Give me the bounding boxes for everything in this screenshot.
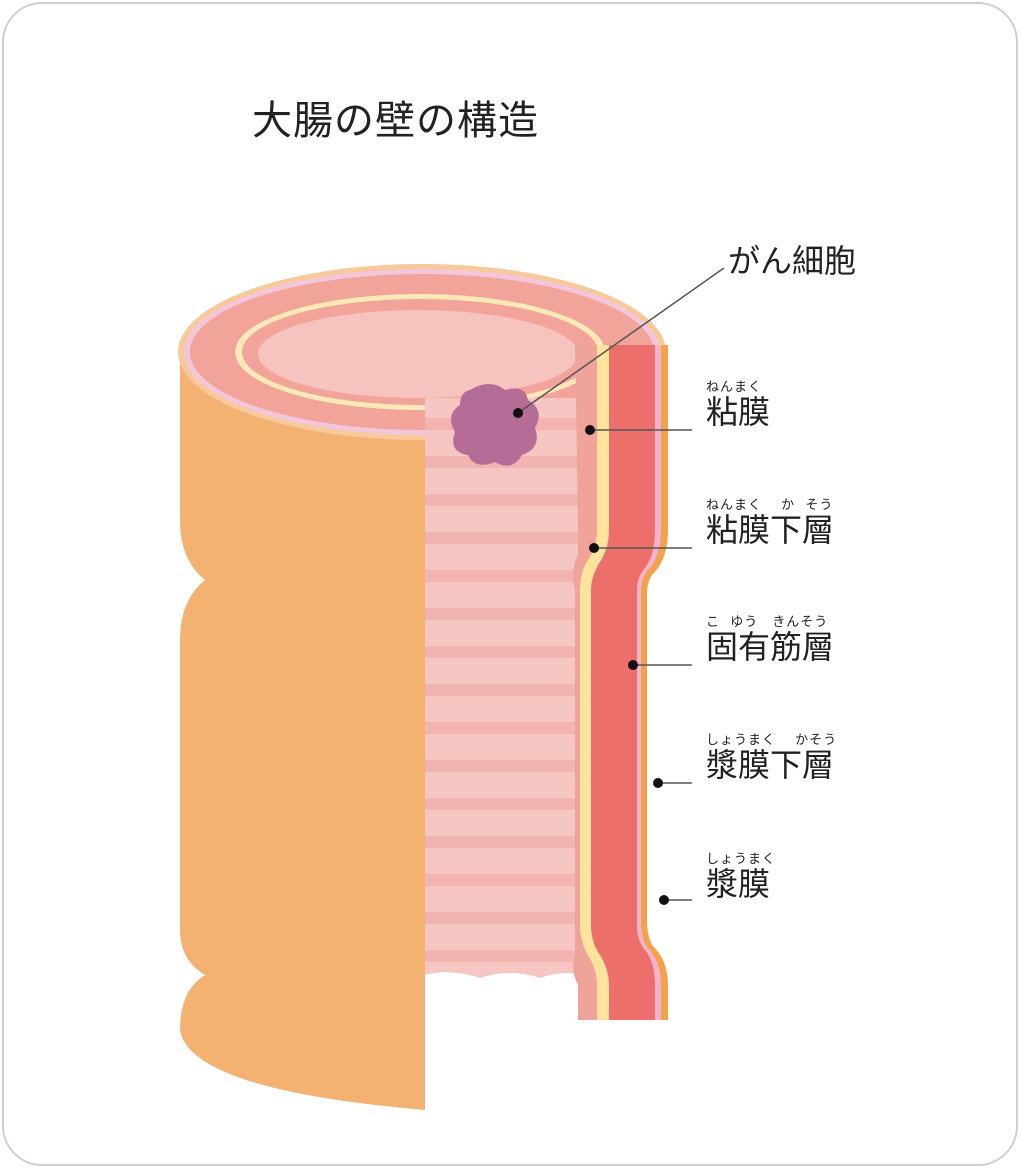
cancer-cell-label: がん細胞 [728, 242, 857, 280]
cancer-cell [451, 384, 539, 466]
ruby: しょうまく かそう [706, 733, 838, 748]
label-submucosa: ねんまく か そう粘膜下層 [706, 494, 834, 548]
label-mucosa: ねんまく粘膜 [706, 376, 770, 430]
ruby: しょうまく [706, 852, 777, 867]
serosa-dot [659, 895, 669, 905]
colon-outer-surface [180, 350, 425, 1110]
muscle-dot [628, 660, 638, 670]
layer-name: 漿膜下層 [706, 746, 835, 784]
submucosa-layer [580, 345, 611, 1020]
layer-name: 粘膜下層 [706, 511, 835, 549]
layer-name: 粘膜 [706, 393, 771, 431]
ruby: こ ゆう きんそう [706, 615, 829, 630]
label-subserosa: しょうまく かそう漿膜下層 [706, 729, 837, 783]
subserosa-dot [653, 778, 663, 788]
layer-name: 固有筋層 [706, 628, 835, 666]
layer-name: 漿膜 [706, 865, 771, 903]
label-muscularis: こ ゆう きんそう固有筋層 [706, 611, 834, 665]
cancer-leader-line [517, 267, 725, 414]
ruby: ねんまく [706, 380, 763, 395]
inner-lumen [425, 398, 590, 978]
cancer-dot [513, 408, 523, 418]
submucosa-dot [589, 543, 599, 553]
mucosa-dot [585, 425, 595, 435]
lumen-opening [258, 310, 578, 398]
diagram-title: 大腸の壁の構造 [252, 98, 539, 144]
mucosa-layer [573, 345, 600, 1020]
ruby: ねんまく か そう [706, 498, 834, 513]
muscle-layer [591, 345, 657, 1020]
label-serosa: しょうまく漿膜 [706, 848, 776, 902]
